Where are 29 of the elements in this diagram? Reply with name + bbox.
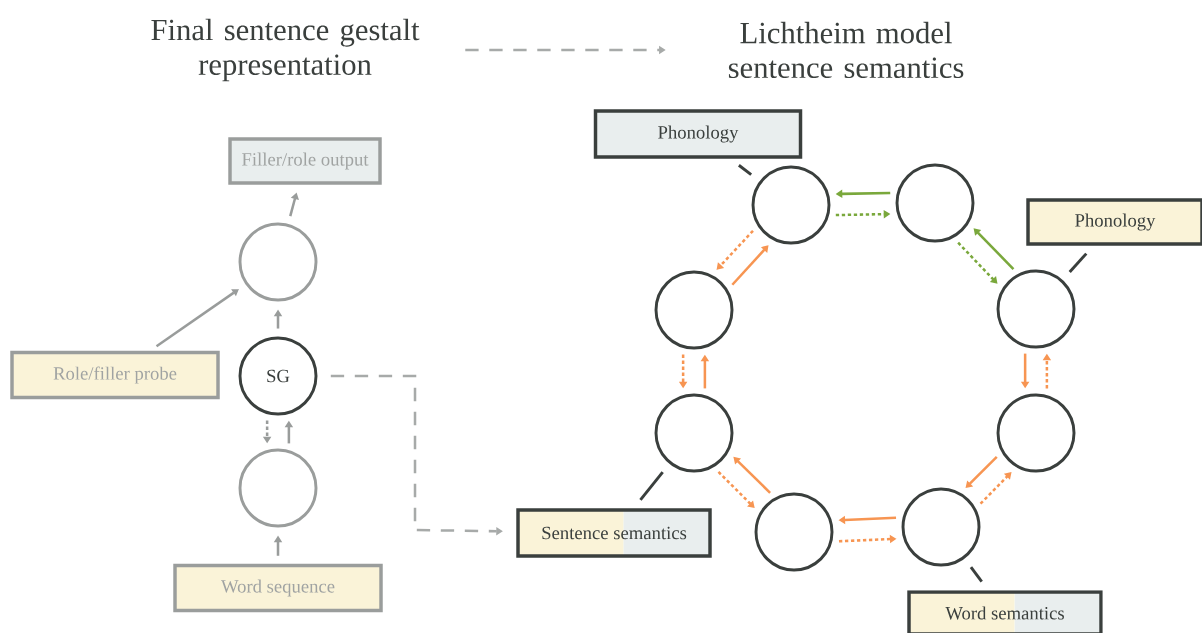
empty-circle [238,448,318,528]
empty-circle [754,492,834,572]
empty-circle [895,163,975,243]
arrow [957,241,998,284]
label-box: Phonology [1026,198,1202,246]
label-box: Filler/role output [228,137,382,185]
arrow [979,472,1012,505]
arrow [155,289,239,348]
heading: Lichtheim model sentence semantics [728,21,964,79]
empty-circle [901,487,981,567]
leader-line [738,164,753,176]
leader-line [1068,252,1088,273]
arrow [716,229,754,270]
label-box: Sentence semantics [516,508,712,558]
arrow [973,228,1015,270]
label-box: Role/filler probe [10,350,220,400]
empty-circle [238,222,318,302]
empty-circle [654,270,734,350]
label-box: Word sequence [173,563,383,613]
empty-circle [654,393,734,473]
empty-circle [751,165,831,245]
label-box: Word semantics [907,590,1103,633]
leader-line [969,566,983,583]
empty-circle [996,393,1076,473]
label-box: Phonology [593,109,803,159]
empty-circle [996,269,1076,349]
heading: Final sentence gestalt representation [151,18,420,82]
leader-line [639,471,664,501]
arrow [731,245,769,286]
